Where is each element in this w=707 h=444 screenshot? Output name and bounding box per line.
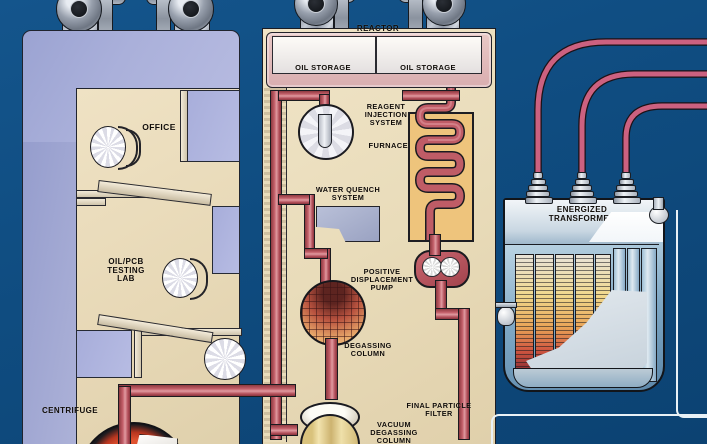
equipment-label-vacuum: VACUUM DEGASSING COLUMN	[370, 420, 418, 444]
quench-inlet-pipe	[278, 194, 310, 205]
hv-bushing	[525, 172, 553, 204]
equipment-label-reagent: REAGENT INJECTION SYSTEM	[364, 102, 408, 127]
transformer-supply-riser	[458, 308, 470, 440]
interior-room-block	[76, 330, 132, 378]
interior-room-block	[182, 90, 240, 162]
energized-transformer: ENERGIZED TRANSFORMER	[495, 172, 669, 392]
riser-base-elbow	[270, 424, 298, 436]
top-valve-assemblies	[0, 0, 707, 44]
building-roof-wing	[22, 142, 80, 444]
oil-storage-tank-1	[272, 36, 376, 74]
interior-wall	[134, 330, 142, 378]
transformer-base	[513, 368, 653, 388]
room-label-testing-lab: OIL/PCB TESTING LAB	[107, 257, 145, 284]
relief-valve-stem	[653, 197, 664, 210]
transformer-pad-outline	[491, 414, 707, 444]
transformer-winding	[515, 254, 534, 372]
interior-wall	[76, 198, 106, 206]
room-label-centrifuge: CENTRIFUGE	[42, 406, 98, 415]
oil-storage-label-1: OIL STORAGE	[295, 63, 351, 72]
overhead-power-cables	[534, 38, 707, 172]
hv-bushing	[613, 172, 641, 204]
room-label-office: OFFICE	[142, 122, 176, 132]
pump-gear-left	[422, 257, 442, 277]
pump-inlet-pipe	[429, 234, 441, 256]
oil-storage-label-2: OIL STORAGE	[400, 63, 456, 72]
furnace-inlet-pipe	[402, 90, 460, 101]
interior-wall	[180, 90, 188, 162]
equipment-label-filter: FINAL PARTICLE FILTER	[406, 401, 472, 418]
centrifuge-return-downpipe	[118, 386, 131, 444]
lab-equipment-dial	[204, 338, 246, 380]
drain-valve-stem	[495, 302, 517, 308]
interior-room-block	[212, 206, 240, 274]
equipment-label-degassing: DEGASSING COLUMN	[344, 341, 392, 358]
equipment-label-pump: POSITIVE DISPLACEMENT PUMP	[350, 267, 414, 292]
degassing-column-downpipe	[325, 338, 338, 400]
reagent-injector-nozzle	[318, 114, 332, 148]
process-building: REACTOR OIL STORAGE OIL STORAGE REAGENT …	[262, 24, 496, 444]
transformer-drain-valve	[497, 306, 515, 326]
transformer-pad-outline-right	[676, 210, 707, 418]
pump-gear-right	[440, 257, 460, 277]
service-building: CENTRIFUGE OFFICE OIL/PCB TESTING LAB	[22, 30, 246, 444]
oil-storage-tank-2	[376, 36, 482, 74]
reactor-label: REACTOR	[356, 24, 400, 33]
equipment-label-quench: WATER QUENCH SYSTEM	[315, 185, 381, 202]
water-quench-system	[316, 206, 380, 242]
transformer-label: ENERGIZED TRANSFORMER	[548, 205, 616, 223]
centrifuge-return-pipe	[118, 384, 296, 397]
hv-bushing	[569, 172, 597, 204]
furnace-serpentine-coil	[414, 88, 466, 240]
vertical-riser-pipe	[270, 90, 282, 440]
degas-feed-elbow	[304, 248, 328, 259]
equipment-label-furnace: FURNACE	[368, 141, 408, 150]
